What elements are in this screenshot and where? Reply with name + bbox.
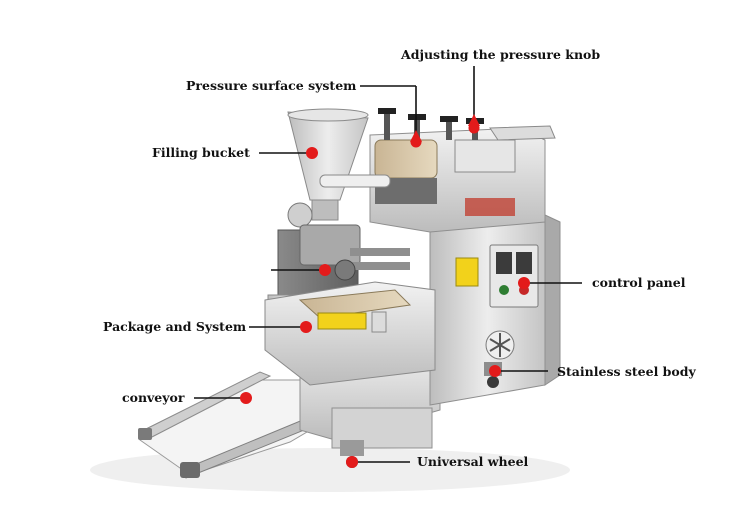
label-filling-bucket: Filling bucket [152, 145, 250, 160]
marker-universal-wheel [346, 456, 358, 468]
label-universal-wheel: Universal wheel [417, 454, 529, 469]
label-adjusting-knob: Adjusting the pressure knob [401, 47, 601, 62]
label-pressure-surface: Pressure surface system [186, 78, 357, 93]
pump-assembly [299, 224, 410, 281]
warning-label-shape [455, 257, 479, 287]
control-panel-shape [489, 244, 539, 308]
marker-stainless-body [489, 365, 501, 377]
marker-control-panel [518, 277, 530, 289]
label-package-system: Package and System [103, 319, 247, 334]
marker-pressure-surface [410, 136, 422, 148]
label-control-panel: control panel [592, 275, 686, 290]
marker-adjusting-knob [468, 122, 480, 134]
package-system-shape [264, 281, 436, 386]
fan-vent [485, 330, 515, 360]
marker-package-system [300, 321, 312, 333]
marker-unlabeled [319, 264, 331, 276]
label-stainless-body: Stainless steel body [557, 364, 696, 379]
arrow-head-knob [468, 114, 480, 126]
pressure-rollers [374, 108, 484, 204]
marker-conveyor [240, 392, 252, 404]
filling-bucket-shape [287, 108, 391, 228]
label-conveyor: conveyor [122, 390, 185, 405]
marker-filling-bucket [306, 147, 318, 159]
